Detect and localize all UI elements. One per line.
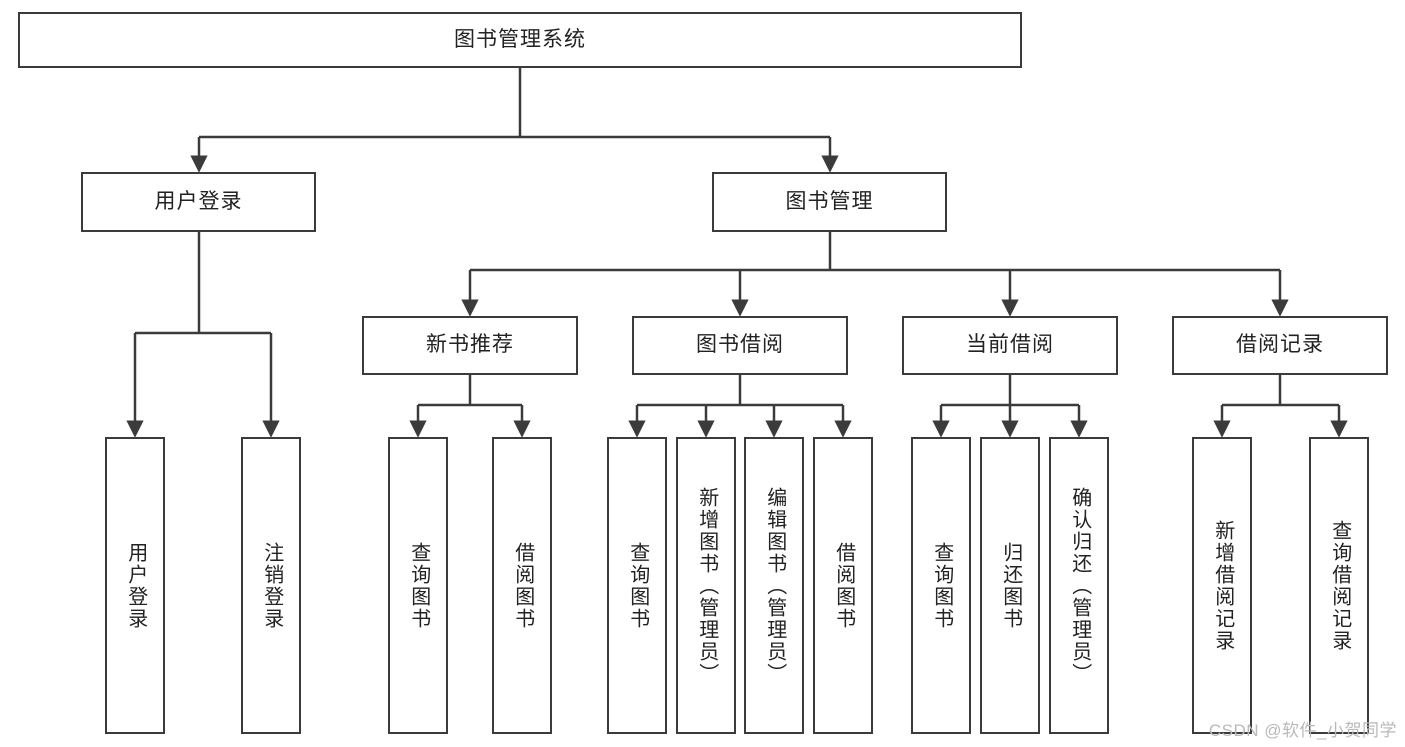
node-root-label: 图书管理系统 [454,27,586,51]
leaf-return-book[interactable]: 归还图书 [980,437,1040,734]
leaf-edit-book[interactable]: 编辑图书（管理员） [744,437,804,734]
leaf-logout-login[interactable]: 注销登录 [241,437,301,734]
leaf-borrow-book-2[interactable]: 借阅图书 [813,437,873,734]
leaf-borrow-book-1-label: 借阅图书 [511,541,534,630]
leaf-confirm-return-label: 确认归还（管理员） [1068,486,1091,685]
leaf-query-book-2[interactable]: 查询图书 [607,437,667,734]
leaf-add-book-label: 新增图书（管理员） [695,486,718,685]
csdn-watermark: CSDN @软件_小贺同学 [1208,721,1397,740]
node-borrow-record-label: 借阅记录 [1236,333,1324,357]
leaf-query-book-3[interactable]: 查询图书 [911,437,971,734]
node-root[interactable]: 图书管理系统 [18,12,1022,68]
leaf-query-record-label: 查询借阅记录 [1328,519,1351,652]
node-new-book-recommend[interactable]: 新书推荐 [362,316,578,375]
leaf-user-login-label: 用户登录 [124,541,147,630]
leaf-query-book-3-label: 查询图书 [930,541,953,630]
leaf-query-book-1-label: 查询图书 [407,541,430,630]
node-book-manage[interactable]: 图书管理 [712,172,947,232]
leaf-query-book-1[interactable]: 查询图书 [388,437,448,734]
leaf-borrow-book-2-label: 借阅图书 [832,541,855,630]
leaf-borrow-book-1[interactable]: 借阅图书 [492,437,552,734]
leaf-add-record-label: 新增借阅记录 [1211,519,1234,652]
leaf-user-login[interactable]: 用户登录 [105,437,165,734]
node-borrow-record[interactable]: 借阅记录 [1172,316,1388,375]
node-new-book-recommend-label: 新书推荐 [426,333,514,357]
leaf-add-book[interactable]: 新增图书（管理员） [676,437,736,734]
leaf-logout-login-label: 注销登录 [260,541,283,630]
leaf-return-book-label: 归还图书 [999,541,1022,630]
node-user-login[interactable]: 用户登录 [81,172,316,232]
node-current-borrow-label: 当前借阅 [966,333,1054,357]
node-current-borrow[interactable]: 当前借阅 [902,316,1118,375]
node-user-login-label: 用户登录 [154,189,243,213]
node-book-manage-label: 图书管理 [785,189,874,213]
leaf-query-book-2-label: 查询图书 [626,541,649,630]
node-book-borrow-label: 图书借阅 [696,333,784,357]
leaf-query-record[interactable]: 查询借阅记录 [1309,437,1369,734]
node-book-borrow[interactable]: 图书借阅 [632,316,848,375]
leaf-add-record[interactable]: 新增借阅记录 [1192,437,1252,734]
leaf-confirm-return[interactable]: 确认归还（管理员） [1049,437,1109,734]
leaf-edit-book-label: 编辑图书（管理员） [763,486,786,685]
